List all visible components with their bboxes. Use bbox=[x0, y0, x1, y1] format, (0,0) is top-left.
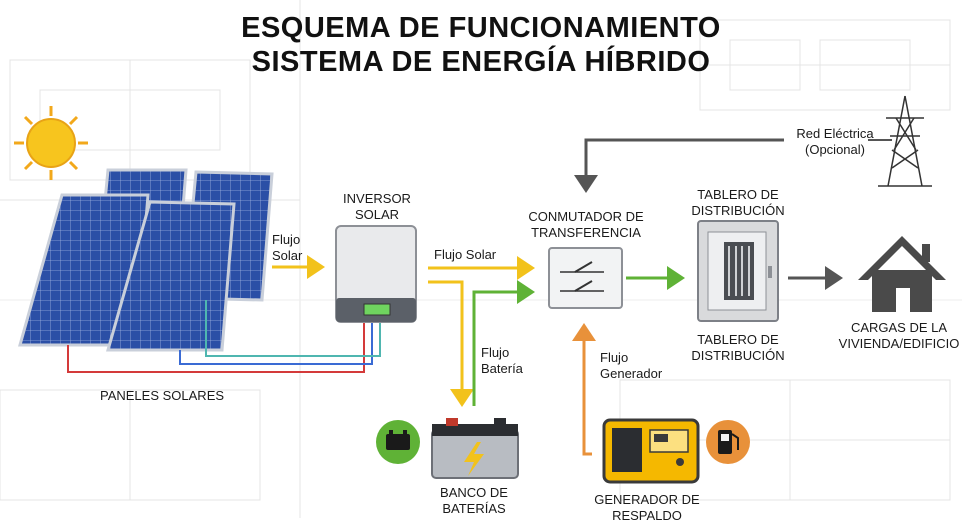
flow-arrow-generator bbox=[572, 323, 596, 456]
inverter-label-line-2: SOLAR bbox=[354, 207, 400, 222]
generator-label: GENERADOR DE RESPALDO bbox=[590, 492, 704, 524]
loads-label-line-1: CARGAS DE LA bbox=[850, 320, 948, 335]
solar-panels bbox=[18, 168, 274, 352]
distribution-board-label-bottom: TABLERO DE DISTRIBUCIÓN bbox=[680, 332, 796, 364]
title-line-2: SISTEMA DE ENERGÍA HÍBRIDO bbox=[251, 46, 711, 78]
grid-line bbox=[574, 138, 784, 193]
generator-label-line-1: GENERADOR DE bbox=[594, 492, 700, 507]
battery-bank-label-line-2: BATERÍAS bbox=[442, 501, 506, 516]
flow-label-generator-line-1: Flujo bbox=[600, 350, 629, 365]
panel-wiring bbox=[67, 300, 381, 373]
inverter-label-line-1: INVERSOR bbox=[343, 191, 411, 206]
flow-label-generator-line-2: Generador bbox=[600, 366, 663, 381]
grid-label-line-1: Red Eléctrica bbox=[796, 126, 874, 141]
transfer-switch-label-line-1: CONMUTADOR DE bbox=[528, 209, 644, 224]
inverter-label: INVERSOR SOLAR bbox=[340, 191, 414, 223]
switch-icon bbox=[548, 247, 623, 309]
grid-label: Red Eléctrica (Opcional) bbox=[786, 126, 884, 158]
battery-bank-label-line-1: BANCO DE bbox=[440, 485, 508, 500]
flow-label-solar-in: Flujo Solar bbox=[272, 232, 302, 264]
battery-bank-label: BANCO DE BATERÍAS bbox=[424, 485, 524, 517]
house-icon bbox=[858, 236, 946, 312]
transfer-switch-label: CONMUTADOR DE TRANSFERENCIA bbox=[520, 209, 652, 241]
battery-bank bbox=[431, 418, 519, 479]
transfer-switch-label-line-2: TRANSFERENCIA bbox=[531, 225, 641, 240]
generator-label-line-2: RESPALDO bbox=[612, 508, 682, 523]
title-line-1: ESQUEMA DE FUNCIONAMIENTO bbox=[241, 12, 721, 44]
loads-label-line-2: VIVIENDA/EDIFICIO bbox=[838, 336, 960, 351]
flow-label-solar-in-line-1: Flujo bbox=[272, 232, 301, 247]
loads-label: CARGAS DE LA VIVIENDA/EDIFICIO bbox=[836, 320, 962, 352]
distribution-board-bottom-line-2: DISTRIBUCIÓN bbox=[691, 348, 785, 363]
generator bbox=[602, 418, 700, 484]
fuel-pump-icon bbox=[706, 420, 750, 464]
flow-label-solar-out: Flujo Solar bbox=[434, 247, 497, 262]
distribution-board-bottom-line-1: TABLERO DE bbox=[697, 332, 779, 347]
flow-label-generator: Flujo Generador bbox=[600, 350, 662, 382]
inverter bbox=[335, 225, 417, 323]
flow-arrow-battery bbox=[472, 280, 535, 406]
distribution-board-top-line-2: DISTRIBUCIÓN bbox=[691, 203, 785, 218]
sun-icon bbox=[14, 106, 88, 180]
flow-arrow-solar-to-battery bbox=[428, 280, 474, 407]
distribution-board-label-top: TABLERO DE DISTRIBUCIÓN bbox=[680, 187, 796, 219]
flow-label-solar-in-line-2: Solar bbox=[272, 248, 303, 263]
battery-icon bbox=[376, 420, 420, 464]
transmission-tower-icon bbox=[878, 95, 932, 187]
flow-label-battery-line-2: Batería bbox=[481, 361, 523, 376]
solar-panels-label: PANELES SOLARES bbox=[100, 388, 225, 403]
grid-label-line-2: (Opcional) bbox=[805, 142, 865, 157]
distribution-board-top-line-1: TABLERO DE bbox=[697, 187, 779, 202]
flow-label-battery: Flujo Batería bbox=[481, 345, 523, 377]
distribution-board bbox=[697, 220, 779, 322]
flow-label-battery-line-1: Flujo bbox=[481, 345, 510, 360]
